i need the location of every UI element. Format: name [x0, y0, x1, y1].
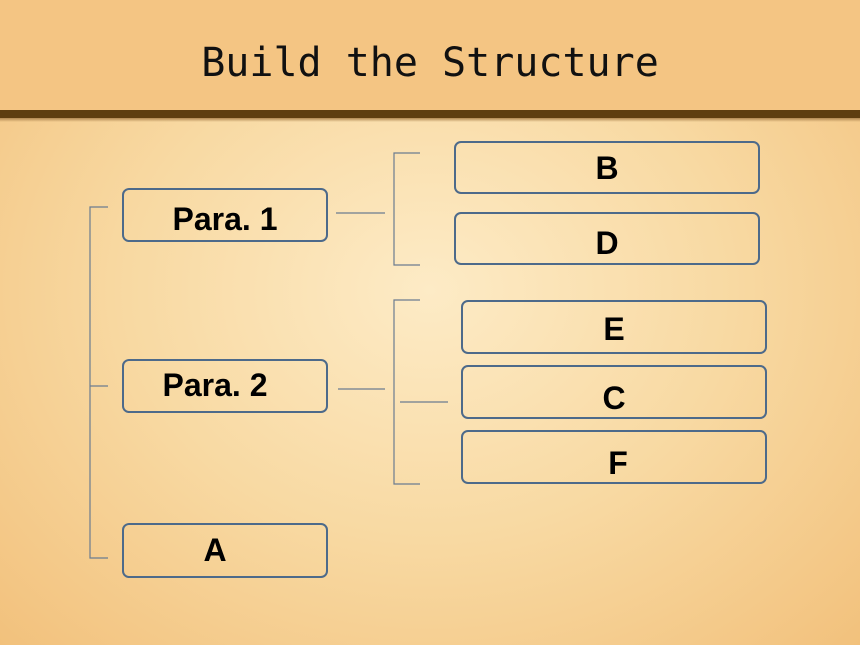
part-a-box[interactable]: A — [122, 523, 328, 578]
para2-item-c-label: C — [602, 380, 626, 416]
para2-item-c-box[interactable]: C — [461, 365, 767, 419]
title-divider-shadow — [0, 118, 860, 122]
para2-box[interactable]: Para. 2 — [122, 359, 328, 413]
main-bracket — [89, 206, 108, 559]
para2-item-e-box[interactable]: E — [461, 300, 767, 354]
para2-item-f-box[interactable]: F — [461, 430, 767, 484]
para1-item-b-box[interactable]: B — [454, 141, 760, 194]
para1-item-d-box[interactable]: D — [454, 212, 760, 265]
title-band — [0, 0, 860, 110]
para1-item-b-label: B — [595, 149, 619, 186]
para2-bracket — [393, 299, 420, 485]
para2-label: Para. 2 — [162, 367, 268, 403]
para1-item-d-label: D — [595, 224, 619, 261]
para1-box[interactable]: Para. 1 — [122, 188, 328, 242]
para1-bracket — [393, 152, 420, 266]
title-divider — [0, 110, 860, 118]
part-a-label: A — [203, 531, 227, 568]
para2-item-e-label: E — [603, 311, 625, 347]
slide-title: Build the Structure — [201, 40, 659, 86]
para1-label: Para. 1 — [172, 201, 278, 237]
para2-item-f-label: F — [608, 445, 628, 481]
